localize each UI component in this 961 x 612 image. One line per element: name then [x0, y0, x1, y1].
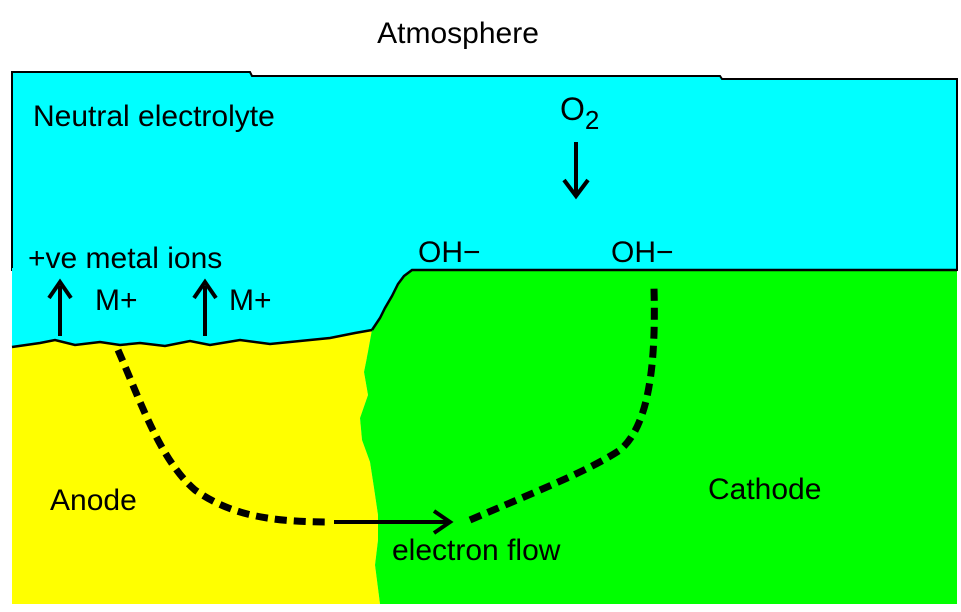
electrolyte-label: Neutral electrolyte [33, 100, 275, 133]
metal-ion-up-arrow-right-icon [192, 278, 218, 336]
atmosphere-label: Atmosphere [377, 17, 539, 50]
hydroxide-left-label: OH− [418, 236, 481, 269]
anode-label: Anode [50, 484, 137, 517]
cathode-surface-line [370, 268, 957, 331]
anode-region [12, 330, 380, 604]
cathode-electron-path [468, 287, 658, 524]
metal-ion-right-label: M+ [229, 284, 272, 317]
anode-electron-path [114, 348, 331, 526]
cathode-label: Cathode [708, 473, 821, 506]
oxygen-arrow-icon [562, 142, 590, 200]
electron-flow-arrow-icon [334, 509, 454, 535]
metal-ion-up-arrow-left-icon [47, 278, 73, 336]
electron-flow-label: electron flow [392, 534, 561, 567]
cathode-region [360, 270, 957, 604]
oxygen-label: O2 [560, 91, 599, 135]
metal-ions-label: +ve metal ions [28, 242, 222, 275]
anode-surface-line [11, 328, 373, 349]
hydroxide-right-label: OH− [611, 236, 674, 269]
metal-ion-left-label: M+ [95, 284, 138, 317]
